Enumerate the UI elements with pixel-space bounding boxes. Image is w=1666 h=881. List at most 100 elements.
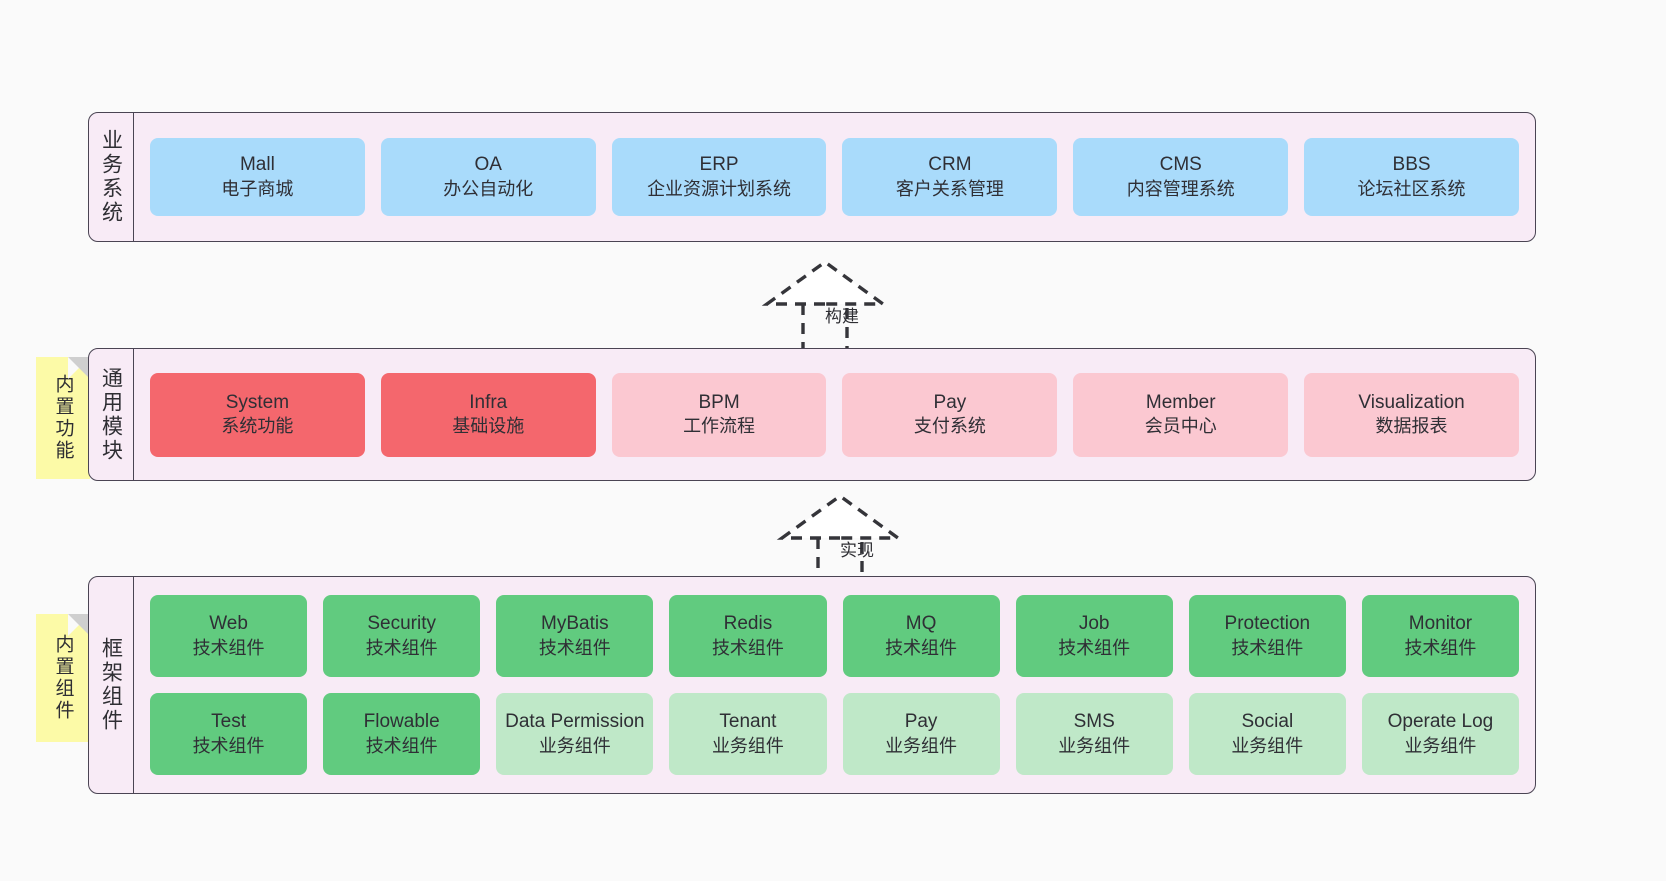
card-social-desc: 业务组件: [1231, 735, 1304, 756]
note-builtin-components-text: 内置组件: [52, 634, 74, 722]
card-social-name: Social: [1241, 711, 1294, 733]
card-bpm-desc: 工作流程: [683, 416, 756, 437]
card-security-name: Security: [367, 613, 436, 635]
card-infra[interactable]: Infra 基础设施: [380, 372, 596, 457]
note-builtin-functions: 内置功能: [36, 357, 90, 479]
card-mq-name: MQ: [905, 613, 937, 635]
layer-business-systems-body: Mall 电子商城 OA 办公自动化 ERP 企业资源计划系统 CRM 客户关系…: [134, 113, 1535, 241]
card-erp[interactable]: ERP 企业资源计划系统: [611, 138, 827, 216]
card-crm[interactable]: CRM 客户关系管理: [842, 138, 1058, 216]
layer-framework-components-body: Web 技术组件 Security 技术组件 MyBatis 技术组件 Redi…: [134, 577, 1535, 793]
card-mq[interactable]: MQ 技术组件: [842, 595, 1000, 677]
card-mq-desc: 技术组件: [885, 637, 958, 658]
card-crm-desc: 客户关系管理: [895, 178, 1004, 199]
card-security-desc: 技术组件: [365, 637, 438, 658]
card-redis[interactable]: Redis 技术组件: [669, 595, 827, 677]
card-visualization[interactable]: Visualization 数据报表: [1304, 372, 1519, 457]
card-operate-log-name: Operate Log: [1387, 711, 1494, 733]
card-protection-desc: 技术组件: [1231, 637, 1304, 658]
connector-implement: 实现: [770, 492, 940, 600]
card-system[interactable]: System 系统功能: [150, 372, 365, 457]
card-member[interactable]: Member 会员中心: [1073, 372, 1289, 457]
card-protection-name: Protection: [1224, 613, 1311, 635]
card-bpm[interactable]: BPM 工作流程: [611, 372, 827, 457]
card-monitor-name: Monitor: [1408, 613, 1473, 635]
framework-components-row-2: Test 技术组件 Flowable 技术组件 Data Permission …: [150, 693, 1519, 775]
card-oa-desc: 办公自动化: [443, 178, 534, 199]
card-erp-name: ERP: [699, 154, 739, 176]
card-redis-desc: 技术组件: [711, 637, 784, 658]
card-monitor[interactable]: Monitor 技术组件: [1361, 595, 1519, 677]
card-security[interactable]: Security 技术组件: [323, 595, 481, 677]
card-pay-module-desc: 支付系统: [913, 416, 986, 437]
card-redis-name: Redis: [723, 613, 773, 635]
card-web-desc: 技术组件: [192, 637, 265, 658]
card-test[interactable]: Test 技术组件: [150, 693, 308, 775]
card-pay-module-name: Pay: [933, 391, 967, 413]
layer-business-systems-label: 业务系统: [89, 113, 134, 241]
card-social[interactable]: Social 业务组件: [1188, 693, 1346, 775]
card-data-permission-desc: 业务组件: [538, 735, 611, 756]
card-infra-name: Infra: [469, 391, 508, 413]
card-crm-name: CRM: [928, 154, 972, 176]
card-mybatis-desc: 技术组件: [538, 637, 611, 658]
card-pay-component[interactable]: Pay 业务组件: [842, 693, 1000, 775]
layer-framework-components: 框架组件 Web 技术组件 Security 技术组件 MyBatis 技术组件…: [88, 576, 1536, 794]
card-oa[interactable]: OA 办公自动化: [380, 138, 596, 216]
card-visualization-name: Visualization: [1358, 391, 1465, 413]
card-mall-name: Mall: [239, 154, 275, 176]
card-flowable-name: Flowable: [363, 711, 440, 733]
card-cms[interactable]: CMS 内容管理系统: [1073, 138, 1289, 216]
layer-common-modules: 通用模块 System 系统功能 Infra 基础设施 BPM 工作流程 Pay: [88, 348, 1536, 481]
card-mybatis[interactable]: MyBatis 技术组件: [496, 595, 654, 677]
card-tenant-desc: 业务组件: [711, 735, 784, 756]
card-operate-log[interactable]: Operate Log 业务组件: [1361, 693, 1519, 775]
layer-framework-components-label: 框架组件: [89, 577, 134, 793]
card-sms-desc: 业务组件: [1058, 735, 1131, 756]
card-tenant-name: Tenant: [719, 711, 777, 733]
card-protection[interactable]: Protection 技术组件: [1188, 595, 1346, 677]
common-modules-row: System 系统功能 Infra 基础设施 BPM 工作流程 Pay 支付系统…: [150, 372, 1519, 457]
card-member-name: Member: [1145, 391, 1216, 413]
card-erp-desc: 企业资源计划系统: [647, 178, 792, 199]
connector-implement-glyph: [776, 493, 904, 592]
card-monitor-desc: 技术组件: [1404, 637, 1477, 658]
card-sms[interactable]: SMS 业务组件: [1015, 693, 1173, 775]
card-pay-component-name: Pay: [904, 711, 938, 733]
card-mall-desc: 电子商城: [221, 178, 294, 199]
card-data-permission-name: Data Permission: [505, 711, 645, 733]
card-web[interactable]: Web 技术组件: [150, 595, 308, 677]
card-data-permission[interactable]: Data Permission 业务组件: [496, 693, 654, 775]
card-pay-module[interactable]: Pay 支付系统: [842, 372, 1058, 457]
layer-common-modules-label: 通用模块: [89, 349, 134, 480]
note-builtin-components: 内置组件: [36, 614, 90, 742]
connector-build: 构建: [755, 258, 925, 366]
card-pay-component-desc: 业务组件: [885, 735, 958, 756]
card-visualization-desc: 数据报表: [1375, 416, 1448, 437]
card-member-desc: 会员中心: [1144, 416, 1217, 437]
card-flowable[interactable]: Flowable 技术组件: [323, 693, 481, 775]
card-bbs[interactable]: BBS 论坛社区系统: [1304, 138, 1519, 216]
card-job[interactable]: Job 技术组件: [1015, 595, 1173, 677]
card-bpm-name: BPM: [698, 391, 740, 413]
connector-implement-label: 实现: [840, 541, 875, 560]
card-mybatis-name: MyBatis: [541, 613, 609, 635]
card-cms-desc: 内容管理系统: [1126, 178, 1235, 199]
connector-build-label: 构建: [825, 307, 860, 326]
card-job-name: Job: [1078, 613, 1110, 635]
framework-components-row-1: Web 技术组件 Security 技术组件 MyBatis 技术组件 Redi…: [150, 595, 1519, 677]
card-flowable-desc: 技术组件: [365, 735, 438, 756]
card-oa-name: OA: [474, 154, 502, 176]
card-system-name: System: [225, 391, 290, 413]
business-systems-row: Mall 电子商城 OA 办公自动化 ERP 企业资源计划系统 CRM 客户关系…: [150, 138, 1519, 216]
card-infra-desc: 基础设施: [452, 416, 525, 437]
note-builtin-functions-text: 内置功能: [52, 374, 74, 462]
card-job-desc: 技术组件: [1058, 637, 1131, 658]
card-mall[interactable]: Mall 电子商城: [150, 138, 365, 216]
card-system-desc: 系统功能: [221, 416, 294, 437]
card-sms-name: SMS: [1073, 711, 1115, 733]
card-tenant[interactable]: Tenant 业务组件: [669, 693, 827, 775]
card-operate-log-desc: 业务组件: [1404, 735, 1477, 756]
card-web-name: Web: [209, 613, 248, 635]
layer-common-modules-body: System 系统功能 Infra 基础设施 BPM 工作流程 Pay 支付系统…: [134, 349, 1535, 480]
